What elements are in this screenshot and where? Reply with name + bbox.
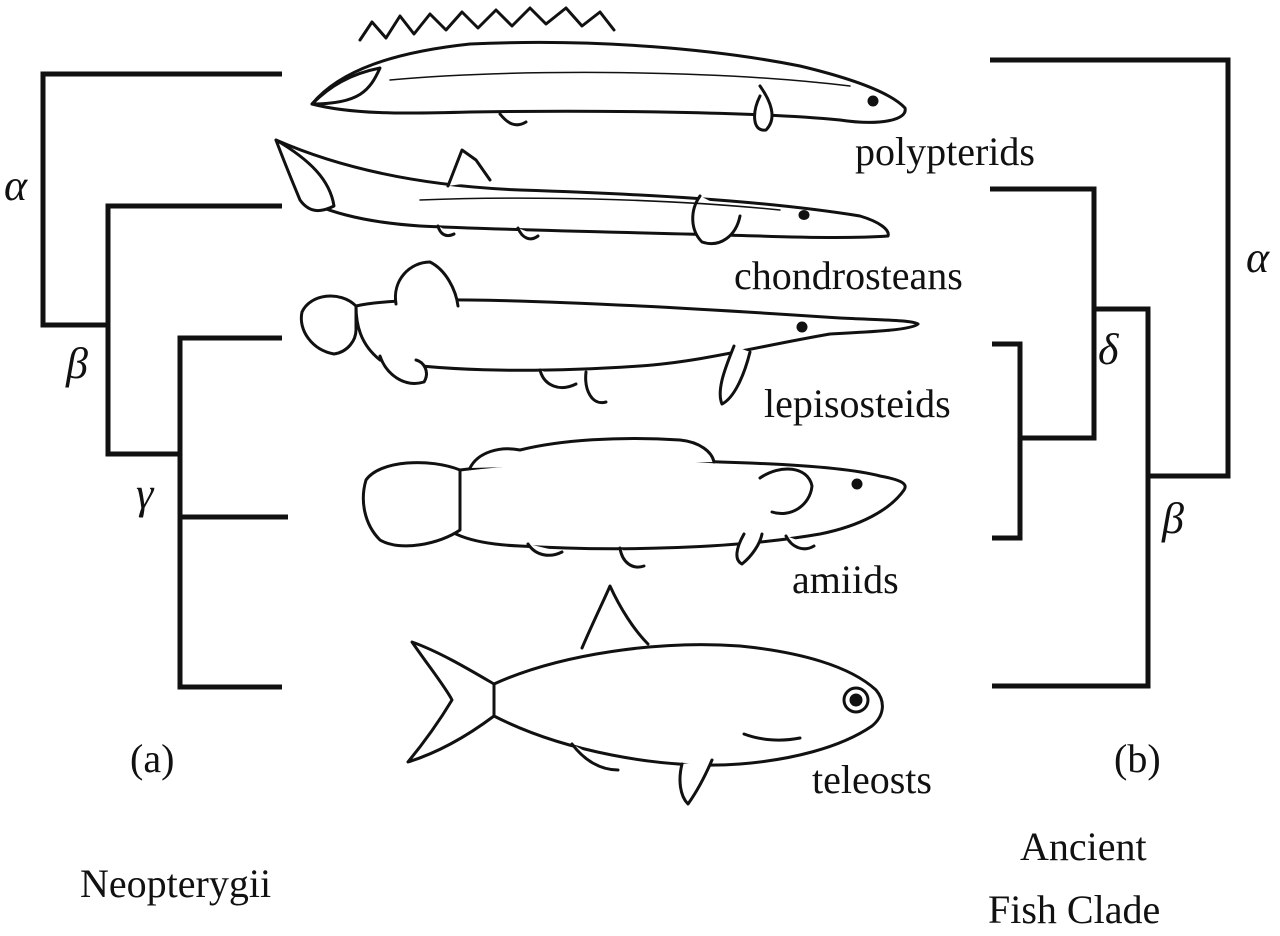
tree-b-node-delta: δ — [1098, 325, 1120, 374]
chondrostean-illustration — [274, 138, 890, 245]
tree-b-caption-line1: Ancient — [1020, 824, 1147, 869]
amiid-illustration — [361, 436, 907, 569]
tree-a-node-gamma: γ — [136, 469, 155, 518]
tree-a-caption: Neopterygii — [80, 861, 271, 906]
polypterid-illustration — [310, 6, 907, 132]
tree-b-delta-branch — [990, 186, 1097, 441]
tree-a-panel-label: (a) — [130, 736, 174, 781]
tree-b-panel-label: (b) — [1114, 736, 1161, 781]
teleost-illustration — [406, 584, 884, 806]
tree-a-gamma-branch — [177, 335, 282, 690]
tree-b — [990, 57, 1231, 689]
taxon-label-lepisosteids: lepisosteids — [764, 381, 951, 426]
tree-a-node-alpha: α — [4, 161, 28, 210]
tree-b-caption-line2: Fish Clade — [988, 887, 1160, 932]
tree-b-beta-branch — [992, 306, 1151, 689]
tree-b-alpha-branch — [990, 57, 1231, 479]
taxon-label-polypterids: polypterids — [855, 129, 1035, 174]
tree-b-gar-bowfin-bracket — [992, 341, 1023, 541]
tree-a-node-beta: β — [65, 339, 88, 388]
tree-b-node-beta: β — [1161, 494, 1184, 543]
tree-a-alpha-branch — [40, 71, 282, 328]
taxon-label-teleosts: teleosts — [812, 757, 932, 802]
taxon-label-amiids: amiids — [792, 557, 899, 602]
tree-a-beta-branch — [105, 203, 282, 457]
taxon-label-chondrosteans: chondrosteans — [734, 253, 963, 298]
tree-a — [40, 71, 288, 690]
lepisosteid-illustration — [299, 260, 920, 406]
tree-b-node-alpha: α — [1246, 233, 1270, 282]
